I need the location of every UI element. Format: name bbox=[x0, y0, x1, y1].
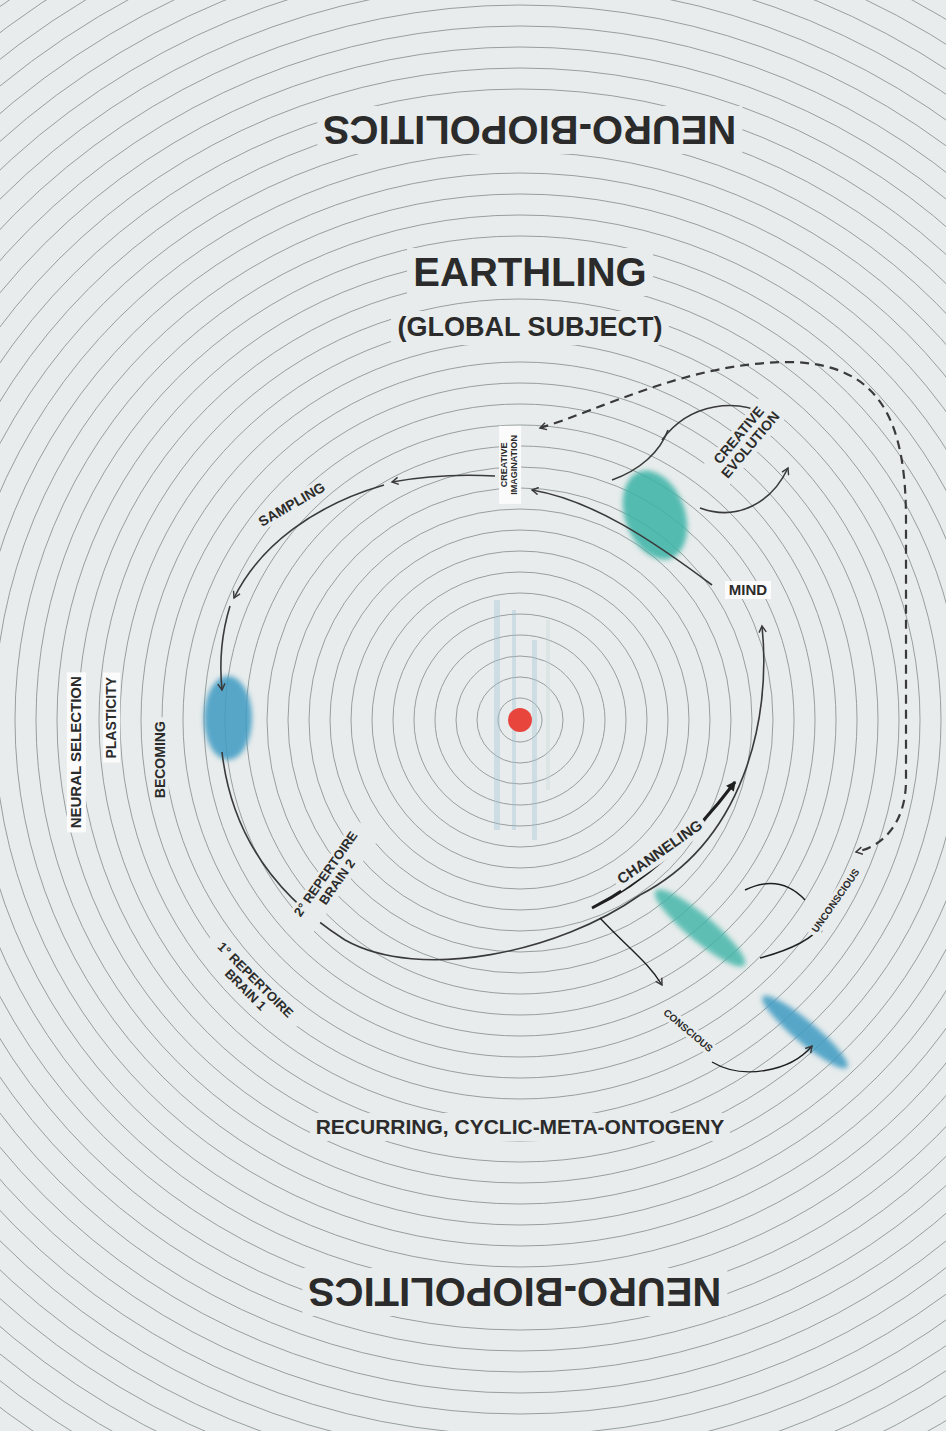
concept-label: SAMPLING bbox=[252, 477, 332, 533]
ring bbox=[0, 194, 946, 1246]
sub-heading: (GLOBAL SUBJECT) bbox=[391, 311, 668, 345]
ring bbox=[141, 341, 899, 1099]
ring bbox=[0, 89, 946, 1351]
concept-label: CHANNELING bbox=[610, 813, 709, 890]
ring bbox=[0, 152, 946, 1288]
concept-label: CREATIVE EVOLUTION bbox=[701, 392, 789, 488]
ring bbox=[204, 404, 836, 1036]
upside-down-heading: NEURO-BIOPOLITICS bbox=[317, 106, 742, 154]
side-label: NEURAL SELECTION bbox=[67, 672, 86, 832]
ring bbox=[78, 278, 946, 1162]
footer-heading: RECURRING, CYCLIC-META-ONTOGENY bbox=[310, 1113, 731, 1140]
center-ghost bbox=[494, 600, 550, 840]
ring bbox=[183, 383, 857, 1057]
ring bbox=[0, 131, 946, 1309]
concept-label: CREATIVE IMAGINATION bbox=[499, 426, 521, 504]
channel-arrows bbox=[592, 782, 822, 1072]
concept-label: CONSCIOUS bbox=[658, 1003, 719, 1057]
ring bbox=[477, 677, 563, 763]
side-label: PLASTICITY bbox=[103, 673, 120, 763]
ring bbox=[57, 257, 946, 1183]
concept-label: MIND bbox=[725, 581, 771, 600]
ring bbox=[456, 656, 584, 784]
ring bbox=[120, 320, 920, 1120]
concept-label: UNCONSCIOUS bbox=[807, 862, 865, 937]
ring bbox=[36, 236, 946, 1204]
ring bbox=[0, 26, 946, 1414]
ring bbox=[372, 572, 668, 868]
cycle-arrows bbox=[221, 406, 788, 960]
ring bbox=[267, 467, 773, 973]
ring bbox=[330, 530, 710, 910]
ring bbox=[0, 47, 946, 1393]
ring bbox=[414, 614, 626, 826]
repertoire-label: 2° REPERTOIRE BRAIN 2 bbox=[284, 818, 380, 937]
ring bbox=[162, 362, 878, 1078]
ring bbox=[309, 509, 731, 931]
repertoire-label: 1° REPERTOIRE BRAIN 1 bbox=[195, 930, 304, 1039]
ring bbox=[15, 215, 946, 1225]
ring bbox=[288, 488, 752, 952]
center-dot bbox=[508, 708, 532, 732]
concept-label: BECOMING bbox=[151, 717, 168, 802]
color-blobs bbox=[204, 462, 854, 1076]
upside-down-heading: NEURO-BIOPOLITICS bbox=[302, 1268, 727, 1316]
ring bbox=[435, 635, 605, 805]
ring bbox=[246, 446, 794, 994]
ring bbox=[0, 173, 946, 1267]
ring bbox=[393, 593, 647, 847]
ring bbox=[351, 551, 689, 889]
ring bbox=[99, 299, 941, 1141]
dashed-feedback-arrow bbox=[540, 362, 906, 852]
main-heading: EARTHLING bbox=[407, 248, 652, 296]
ring bbox=[0, 5, 946, 1431]
ring bbox=[0, 68, 946, 1372]
ring bbox=[0, 110, 946, 1330]
ring bbox=[225, 425, 815, 1015]
